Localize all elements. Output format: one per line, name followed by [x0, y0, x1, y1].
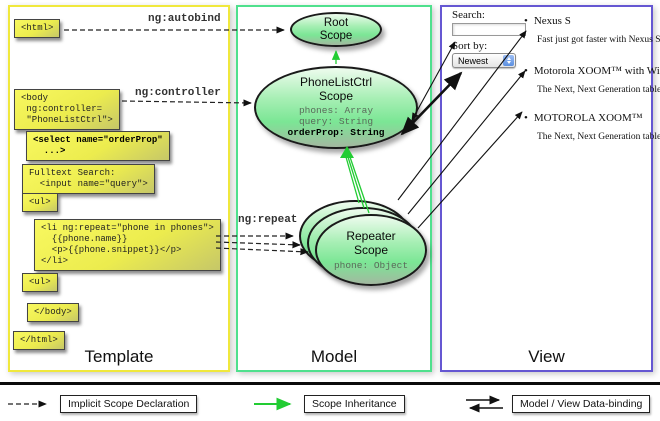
- ng-controller-label: ng:controller: [135, 87, 221, 99]
- sort-dropdown[interactable]: Newest: [452, 53, 516, 68]
- code-box-html-open: <html>: [14, 19, 61, 38]
- sort-dropdown-value: Newest: [458, 55, 489, 66]
- scope-title: Repeater: [346, 229, 396, 243]
- code-line: {{phone.name}}: [41, 234, 128, 244]
- code-box-html-close: </html>: [13, 331, 65, 350]
- search-label: Search:: [452, 9, 485, 21]
- dropdown-stepper-icon: [503, 55, 514, 66]
- root-scope-ellipse: Root Scope: [290, 12, 382, 47]
- phone-title: Motorola XOOM™ with Wi-Fi: [533, 65, 660, 77]
- legend-model-view-data-binding: Model / View Data-binding: [512, 395, 651, 413]
- code-line: <ul>: [29, 197, 51, 207]
- bullet-icon: •: [524, 112, 528, 124]
- phonelistctrl-scope-ellipse: PhoneListCtrl Scope phones: Array query:…: [254, 66, 418, 149]
- scope-property: query: String: [298, 116, 374, 127]
- scope-title: Scope: [319, 30, 353, 42]
- view-column-label: View: [528, 347, 565, 366]
- code-box-select: <select name="orderProp" ...>: [26, 131, 170, 161]
- code-box-li-repeat: <li ng:repeat="phone in phones"> {{phone…: [34, 219, 221, 271]
- legend-scope-inheritance: Scope Inheritance: [304, 395, 405, 413]
- code-box-fulltext-search: Fulltext Search: <input name="query">: [22, 164, 155, 194]
- repeater-scope-ellipse: Repeater Scope phone: Object: [315, 214, 427, 286]
- code-line: <li ng:repeat="phone in phones">: [41, 223, 214, 233]
- ng-repeat-label: ng:repeat: [238, 214, 298, 226]
- phone-list-item: • MOTOROLA XOOM™ The Next, Next Generatio…: [524, 112, 660, 142]
- code-line: ...>: [33, 146, 66, 156]
- code-line: <select name="orderProp": [33, 135, 163, 145]
- legend-implicit-scope-declaration: Implicit Scope Declaration: [60, 395, 198, 413]
- code-line: <input name="query">: [29, 179, 148, 189]
- scope-title: Scope: [318, 89, 354, 103]
- code-line: <body: [21, 93, 49, 103]
- phone-title: MOTOROLA XOOM™: [533, 112, 643, 124]
- bullet-icon: •: [524, 15, 528, 27]
- search-input[interactable]: [452, 23, 526, 36]
- code-line: </html>: [20, 335, 58, 345]
- scope-property: phone: Object: [333, 260, 409, 271]
- code-line: </li>: [41, 256, 69, 266]
- code-line: Fulltext Search:: [29, 168, 116, 178]
- model-column-label: Model: [310, 347, 358, 366]
- code-line: "PhoneListCtrl">: [21, 115, 113, 125]
- phone-list-item: • Motorola XOOM™ with Wi-Fi The Next, Nex…: [524, 65, 660, 95]
- template-column-label: Template: [84, 347, 154, 366]
- scope-title: PhoneListCtrl: [299, 75, 373, 89]
- code-line: </body>: [34, 307, 72, 317]
- phone-title: Nexus S: [533, 15, 571, 27]
- ng-autobind-label: ng:autobind: [148, 13, 221, 25]
- model-column: Model: [236, 5, 432, 372]
- phone-list-item: • Nexus S Fast just got faster with Nexus…: [524, 15, 660, 45]
- legend-separator: [0, 382, 660, 385]
- bullet-icon: •: [524, 65, 528, 77]
- phone-description: The Next, Next Generation tablet.: [537, 132, 660, 142]
- code-line: <html>: [21, 23, 54, 33]
- scope-title: Scope: [353, 243, 389, 257]
- scope-property: orderProp: String: [287, 127, 385, 138]
- code-line: <p>{{phone.snippet}}</p>: [41, 245, 182, 255]
- scope-property: phones: Array: [298, 105, 374, 116]
- code-box-ul-open: <ul>: [22, 193, 58, 212]
- phone-description: Fast just got faster with Nexus S.: [537, 35, 660, 45]
- code-line: <ul>: [29, 277, 51, 287]
- scope-title: Root: [323, 17, 349, 29]
- code-box-ul-close: <ul>: [22, 273, 58, 292]
- code-box-body-open: <body ng:controller= "PhoneListCtrl">: [14, 89, 120, 130]
- code-line: ng:controller=: [21, 104, 103, 114]
- code-box-body-close: </body>: [27, 303, 79, 322]
- phone-description: The Next, Next Generation tablet.: [537, 85, 660, 95]
- sort-by-label: Sort by:: [452, 40, 488, 52]
